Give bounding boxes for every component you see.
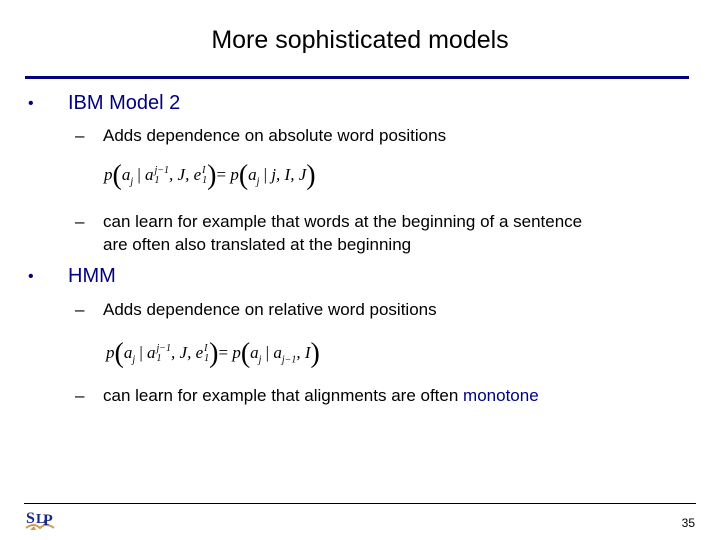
sub-bullet-text-line2: are often also translated at the beginni…: [103, 235, 412, 254]
svg-text:P: P: [43, 512, 53, 529]
title-divider: [25, 76, 689, 79]
footer-divider: [24, 503, 696, 504]
sub-bullet-text: Adds dependence on absolute word positio…: [103, 126, 447, 145]
sub-bullet-absolute-positions: – Adds dependence on absolute word posit…: [75, 124, 446, 147]
svg-text:L: L: [36, 512, 45, 527]
sub-bullet-text: can learn for example that alignments ar…: [103, 386, 464, 405]
dash-icon: –: [75, 300, 85, 319]
slide-title: More sophisticated models: [211, 26, 509, 54]
dash-icon: –: [75, 212, 85, 231]
sub-bullet-text-line1: can learn for example that words at the …: [103, 212, 583, 231]
svg-text:S: S: [26, 510, 35, 527]
highlight-monotone: monotone: [463, 386, 539, 405]
sub-bullet-learn-beginning: – can learn for example that words at th…: [75, 210, 582, 256]
sub-bullet-text: Adds dependence on relative word positio…: [103, 300, 437, 319]
bullet-heading: HMM: [68, 265, 116, 287]
bullet-dot-icon: •: [28, 94, 34, 112]
sub-bullet-monotone: – can learn for example that alignments …: [75, 384, 539, 407]
dash-icon: –: [75, 386, 85, 405]
slp-logo-icon: S L P: [25, 510, 55, 530]
sub-bullet-relative-positions: – Adds dependence on relative word posit…: [75, 298, 437, 321]
bullet-dot-icon: •: [28, 267, 34, 285]
bullet-heading: IBM Model 2: [68, 92, 181, 114]
bullet-ibm-model-2: • IBM Model 2: [28, 92, 180, 115]
dash-icon: –: [75, 126, 85, 145]
page-number: 35: [681, 516, 695, 530]
bullet-hmm: • HMM: [28, 265, 116, 288]
